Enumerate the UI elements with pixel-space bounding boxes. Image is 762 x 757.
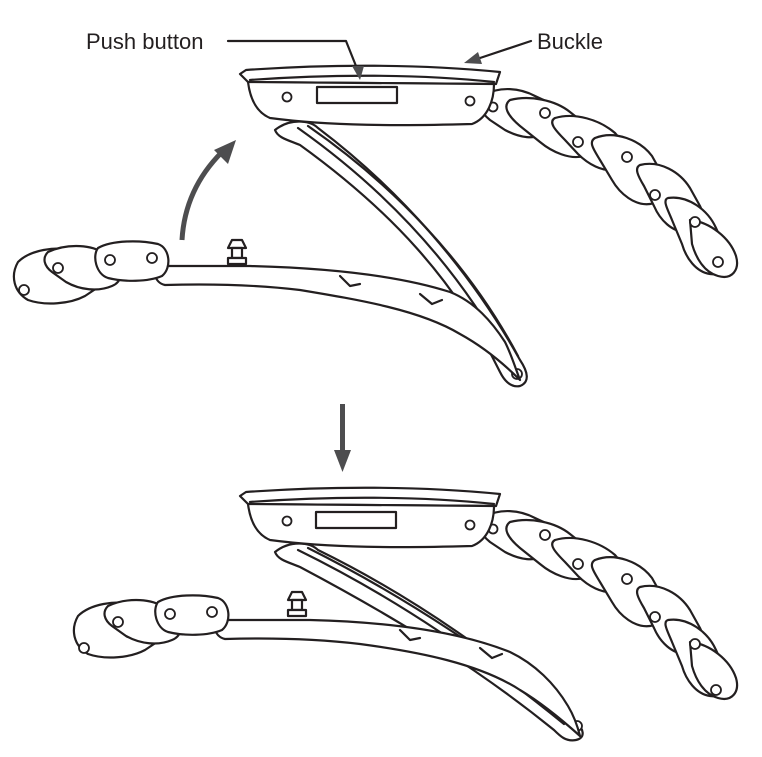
open-clasp-assembly: [12, 64, 739, 388]
close-motion-arrow-head: [214, 140, 236, 164]
bracelet-links-right-top: [478, 88, 739, 278]
push-button-callout: Push button: [86, 29, 364, 80]
lower-arm-bottom: [212, 590, 582, 738]
buckle-cover-top: [238, 64, 502, 127]
buckle-label: Buckle: [537, 29, 603, 54]
close-motion-arrow: [179, 150, 224, 241]
push-button-bottom: [314, 510, 398, 530]
push-button-top: [315, 85, 399, 105]
buckle-cover-bottom: [238, 486, 502, 549]
buckle-callout: Buckle: [464, 29, 603, 64]
transition-arrow: [334, 404, 351, 472]
closed-clasp-assembly: [72, 486, 739, 742]
bracelet-links-left-top: [12, 240, 170, 305]
bracelet-links-right-bottom: [478, 510, 739, 700]
bracelet-links-left-bottom: [72, 594, 230, 659]
lower-arm-top: [152, 238, 522, 382]
push-button-label: Push button: [86, 29, 203, 54]
